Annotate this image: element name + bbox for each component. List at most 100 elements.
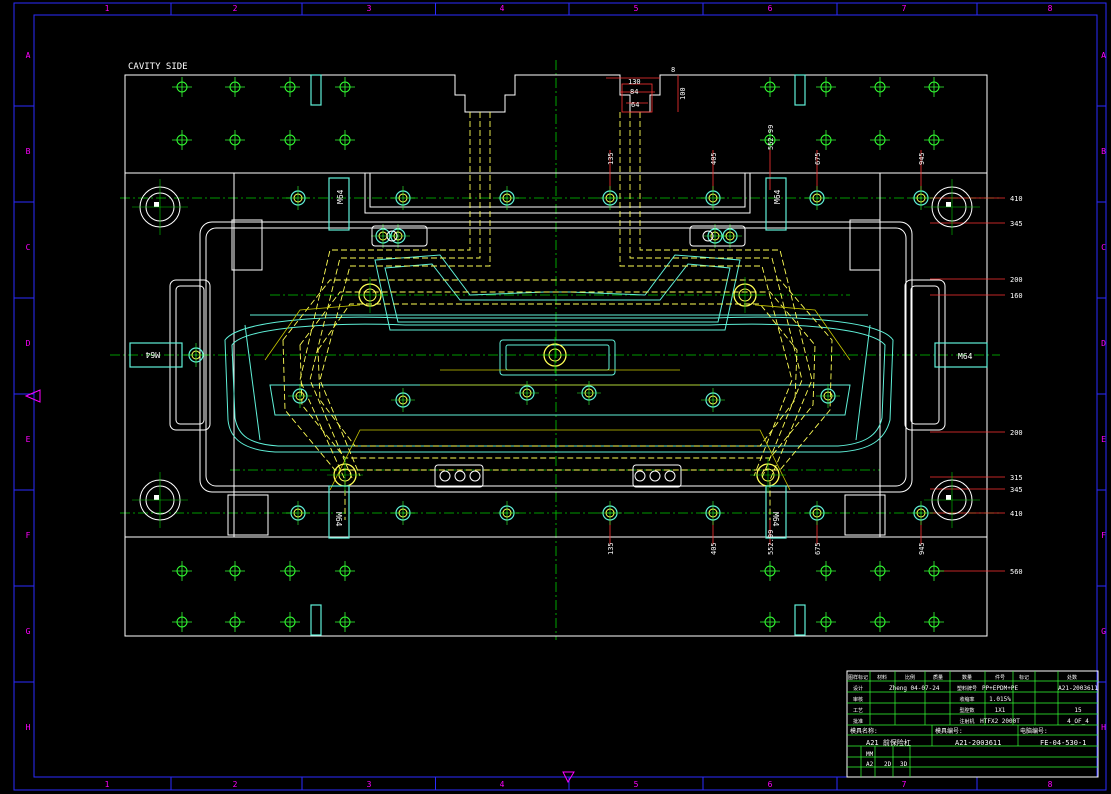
border-col-label-top: 3 xyxy=(367,4,372,13)
dowel-block xyxy=(310,604,322,636)
dim-value-top: 135 xyxy=(607,152,615,165)
slot-dim-value: 64 xyxy=(631,101,639,109)
lifter-pad xyxy=(816,384,840,408)
title-block-grid xyxy=(847,671,1098,777)
sheet-outer-border xyxy=(13,2,1107,791)
tb-project-no: A21-2003611 xyxy=(1058,685,1098,692)
tb-header: 处数 xyxy=(1067,674,1077,681)
thread-label: M64 xyxy=(958,352,973,361)
tb-row-label: 工艺 xyxy=(853,708,863,714)
guide-pillar xyxy=(924,179,980,235)
border-row-label-right: C xyxy=(1101,243,1106,252)
bolt-hole xyxy=(870,561,890,581)
tb-view-2d: 2D xyxy=(884,761,892,768)
lifter-pad xyxy=(598,501,622,525)
border-row-label-right: H xyxy=(1101,723,1106,732)
slot-dim-value: 100 xyxy=(679,87,687,100)
bolt-hole xyxy=(816,561,836,581)
border-col-label-top: 2 xyxy=(233,4,238,13)
dowel-block xyxy=(794,74,806,106)
border-row-label-right: E xyxy=(1101,435,1106,444)
bolt-hole xyxy=(870,77,890,97)
tb-header: 数量 xyxy=(962,674,972,681)
dim-value-bottom: 405 xyxy=(710,542,718,555)
dimension-lines xyxy=(606,75,1005,572)
tb-size: A2 xyxy=(866,761,874,768)
tb-row-label: 审核 xyxy=(853,696,863,703)
tb-row-field: 注射机 xyxy=(959,718,974,725)
lifter-pads xyxy=(184,186,933,525)
bolt-hole xyxy=(870,612,890,632)
bolt-hole xyxy=(760,612,780,632)
border-row-label-left: H xyxy=(26,723,31,732)
guide-pillars xyxy=(132,179,980,528)
border-row-label-right: A xyxy=(1101,51,1106,60)
lifter-pad xyxy=(598,186,622,210)
border-row-label-right: G xyxy=(1101,627,1106,636)
tb-sheet: 4_OF_4 xyxy=(1067,718,1089,725)
bolt-hole xyxy=(760,561,780,581)
tb-row-date: 04-07-24 xyxy=(911,685,940,692)
lifter-cluster xyxy=(537,337,573,373)
tb-row-field: 收缩率 xyxy=(959,696,974,703)
locator xyxy=(634,470,646,482)
locator xyxy=(386,230,398,242)
tb-mold-name: A21 前保险杠 xyxy=(866,738,911,747)
tb-header: 质量 xyxy=(933,674,943,681)
center-mark-left xyxy=(24,389,41,403)
lifter-pad xyxy=(286,501,310,525)
tb-file-no-label: 电脑编号: xyxy=(1020,727,1048,735)
lifter-pad xyxy=(495,186,519,210)
lifter-pad xyxy=(184,343,208,367)
lifter-pad xyxy=(701,501,725,525)
tb-mold-no: A21-2003611 xyxy=(955,739,1001,747)
slot-dim-value: 8 xyxy=(671,66,675,74)
cooling-circuits xyxy=(282,112,833,520)
bolt-hole xyxy=(335,77,355,97)
eyebolt-block xyxy=(129,342,183,368)
bolt-hole xyxy=(924,77,944,97)
tb-header: 材料 xyxy=(877,674,887,681)
lifter-pad xyxy=(577,381,601,405)
dim-value-right: 200 xyxy=(1010,276,1023,284)
locator xyxy=(454,470,466,482)
border-col-label-top: 5 xyxy=(634,4,639,13)
guide-pillar xyxy=(132,472,188,528)
tb-row-field-value: 1X1 xyxy=(995,707,1006,714)
border-col-label-bottom: 8 xyxy=(1048,780,1053,789)
sheet-inner-border xyxy=(33,14,1098,778)
tb-row-field: 塑料牌号 xyxy=(957,685,977,692)
bolt-hole xyxy=(760,130,780,150)
bolt-hole xyxy=(870,130,890,150)
bumper-part-outline xyxy=(224,254,894,453)
dim-value-right: 410 xyxy=(1010,195,1023,203)
border-col-label-bottom: 2 xyxy=(233,780,238,789)
tb-header: 比例 xyxy=(905,674,915,681)
dowel-block xyxy=(794,604,806,636)
border-col-label-top: 7 xyxy=(902,4,907,13)
border-col-label-top: 8 xyxy=(1048,4,1053,13)
cooling-circuits-secondary xyxy=(264,304,851,491)
lifter-cluster xyxy=(352,277,388,313)
dim-value-bottom: 675 xyxy=(814,542,822,555)
border-col-label-bottom: 7 xyxy=(902,780,907,789)
lifter-cluster xyxy=(750,457,786,493)
bolt-hole xyxy=(172,561,192,581)
eyebolt-block xyxy=(934,342,988,368)
locator xyxy=(439,470,451,482)
border-col-label-top: 4 xyxy=(500,4,505,13)
lifter-cluster xyxy=(727,277,763,313)
tb-header: 标记 xyxy=(1019,674,1029,681)
bolt-hole xyxy=(924,561,944,581)
dim-value-right: 410 xyxy=(1010,510,1023,518)
dowel-block xyxy=(310,74,322,106)
tb-row-field-value: HTFX2 2000T xyxy=(980,718,1020,725)
tb-row-field-value: 1.015% xyxy=(989,696,1011,703)
locator xyxy=(702,230,714,242)
border-col-label-bottom: 5 xyxy=(634,780,639,789)
